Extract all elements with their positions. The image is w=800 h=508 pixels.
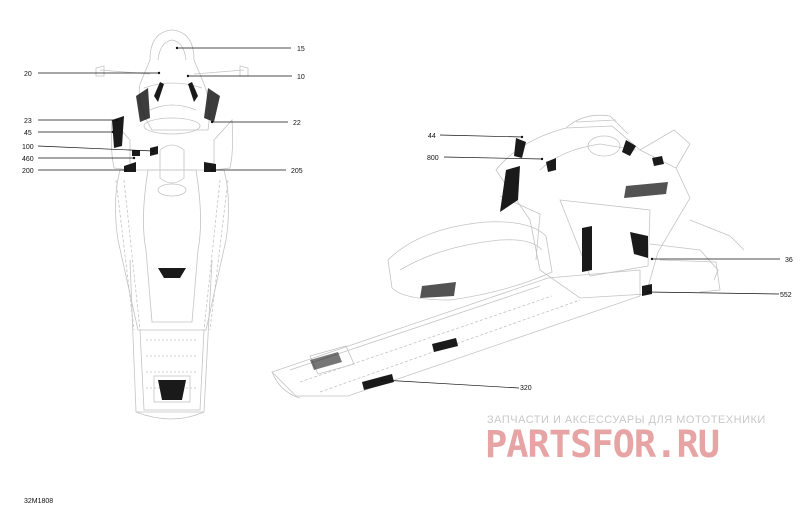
callout-800: 800 [427, 155, 439, 162]
top-view-decals [112, 82, 220, 400]
callout-15: 15 [297, 46, 305, 53]
callout-200: 200 [22, 168, 34, 175]
leader-lines [37, 47, 780, 389]
callout-320: 320 [520, 385, 532, 392]
callout-10: 10 [297, 74, 305, 81]
callout-100: 100 [22, 144, 34, 151]
callout-205: 205 [291, 168, 303, 175]
diagram-code: 32M1808 [24, 498, 53, 505]
callout-552: 552 [780, 292, 792, 299]
callout-44: 44 [428, 133, 436, 140]
callout-36: 36 [785, 257, 793, 264]
top-view-snowmobile [95, 29, 249, 420]
side-view-decals [310, 138, 668, 390]
leader-dots [111, 46, 654, 382]
callout-22: 22 [293, 120, 301, 127]
callout-labels: 15 10 20 22 23 45 100 460 200 205 44 800… [22, 46, 793, 392]
callout-460: 460 [22, 156, 34, 163]
side-view-snowmobile [271, 114, 745, 399]
watermark-logo: PARTSFOR.RU [485, 423, 720, 466]
watermark-subtitle: ЗАПЧАСТИ И АКСЕССУАРЫ ДЛЯ МОТОТЕХНИКИ [487, 414, 766, 426]
callout-20: 20 [24, 71, 32, 78]
callout-23: 23 [24, 118, 32, 125]
callout-45: 45 [24, 130, 32, 137]
